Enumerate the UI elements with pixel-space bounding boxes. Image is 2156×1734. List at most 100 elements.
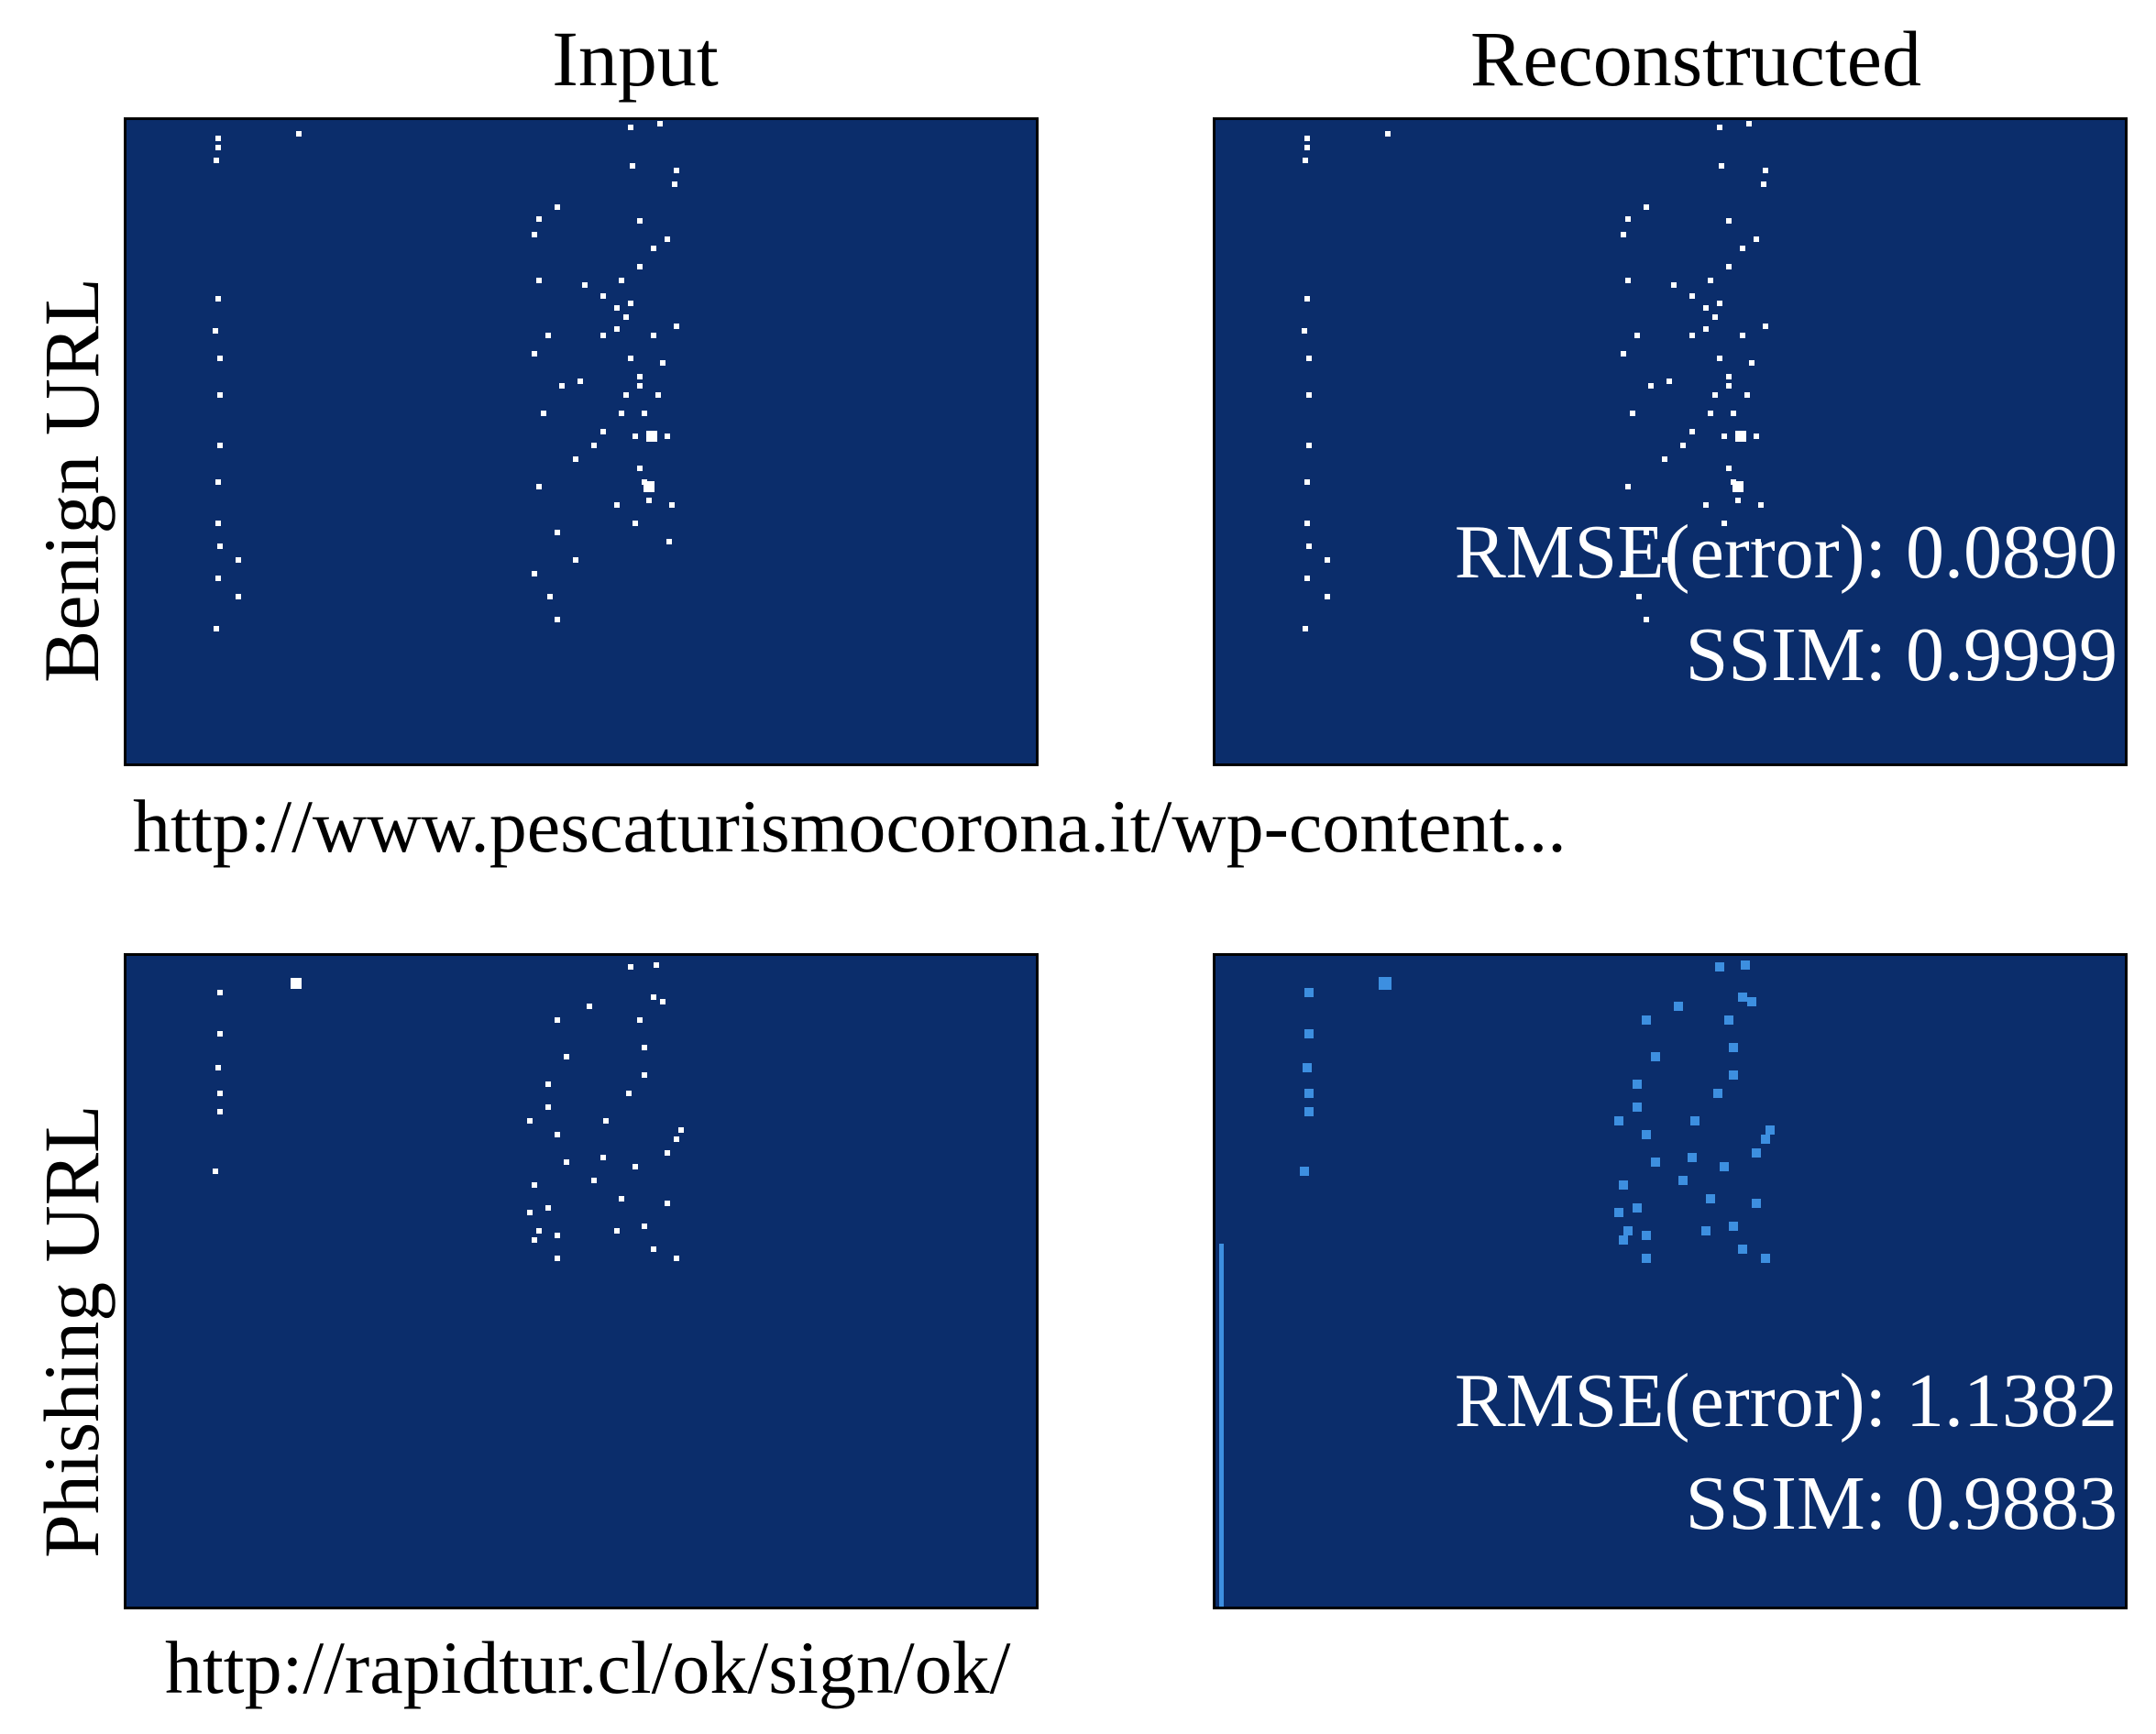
phishing-reconstructed-pixel: [1674, 1002, 1683, 1011]
benign-input-pixel: [642, 411, 647, 416]
phishing-input-pixel: [545, 1081, 551, 1087]
benign-reconstructed-pixel: [1726, 218, 1732, 224]
benign-reconstructed-pixel: [1644, 530, 1649, 535]
benign-input-pixel: [573, 557, 578, 563]
phishing-input-pixel: [600, 1155, 606, 1160]
benign-input-pixel: [644, 481, 654, 492]
phishing-input-pixel: [626, 1091, 632, 1096]
phishing-input-pixel: [651, 994, 656, 1000]
phishing-input-pixel: [587, 1004, 592, 1009]
phishing-reconstructed-pixel: [1642, 1254, 1651, 1263]
benign-input-pixel: [665, 434, 670, 439]
benign-reconstructed-pixel: [1726, 466, 1732, 471]
phishing-input-pixel: [660, 999, 666, 1004]
benign-reconstructed-pixel: [1634, 333, 1640, 338]
benign-input-pixel: [215, 136, 221, 141]
phishing-input-pixel: [555, 1233, 560, 1238]
benign-input-image: [126, 120, 1036, 763]
benign-input-pixel: [532, 571, 537, 576]
benign-input-pixel: [600, 293, 606, 299]
benign-input-pixel: [666, 539, 672, 544]
panel-background: [126, 120, 1036, 763]
benign-input-pixel: [674, 324, 679, 329]
phishing-rmse: RMSE(error): 1.1382: [1454, 1358, 2118, 1443]
benign-input-pixel: [215, 296, 221, 302]
phishing-input-pixel: [217, 1091, 223, 1096]
benign-input-pixel: [623, 392, 629, 398]
benign-input-pixel: [217, 356, 223, 361]
benign-reconstructed-pixel: [1717, 125, 1722, 130]
phishing-reconstructed-pixel: [1729, 1222, 1738, 1231]
phishing-reconstructed-pixel: [1738, 993, 1747, 1002]
phishing-input-pixel: [632, 1164, 638, 1169]
benign-input-pixel: [660, 360, 666, 366]
benign-reconstructed-pixel: [1304, 296, 1310, 302]
phishing-reconstructed-pixel: [1761, 1254, 1770, 1263]
phishing-input-pixel: [654, 962, 659, 968]
phishing-reconstructed-pixel: [1729, 1043, 1738, 1052]
benign-reconstructed-pixel: [1306, 356, 1312, 361]
phishing-input-pixel: [637, 1017, 643, 1023]
phishing-input-pixel: [527, 1118, 533, 1124]
phishing-reconstructed-pixel: [1729, 1070, 1738, 1080]
benign-ssim: SSIM: 0.9999: [1685, 612, 2118, 697]
phishing-input-pixel: [564, 1054, 569, 1059]
phishing-input-pixel: [674, 1136, 679, 1142]
phishing-reconstructed-pixel: [1752, 1148, 1761, 1158]
panel-background: [1216, 120, 2125, 763]
phishing-input-pixel: [642, 1072, 647, 1078]
benign-reconstructed-pixel: [1636, 594, 1642, 599]
benign-input-pixel: [214, 158, 219, 163]
phishing-reconstructed-pixel: [1747, 997, 1756, 1006]
phishing-reconstructed-pixel: [1688, 1153, 1697, 1162]
phishing-input-pixel: [555, 1017, 560, 1023]
benign-input-pixel: [559, 383, 565, 389]
phishing-input-pixel: [665, 1150, 670, 1156]
benign-input-pixel: [536, 216, 542, 222]
benign-reconstructed-pixel: [1722, 434, 1727, 439]
benign-input-pixel: [632, 434, 638, 439]
benign-reconstructed-pixel: [1708, 278, 1713, 283]
benign-input-panel: [124, 117, 1039, 766]
column-title-reconstructed: Reconstructed: [1470, 15, 1921, 103]
phishing-reconstructed-pixel: [1619, 1180, 1628, 1190]
phishing-reconstructed-pixel: [1724, 1015, 1733, 1025]
benign-input-pixel: [582, 282, 588, 288]
phishing-input-pixel: [213, 1169, 218, 1174]
benign-reconstructed-pixel: [1731, 411, 1736, 416]
benign-input-pixel: [646, 498, 652, 503]
benign-reconstructed-pixel: [1306, 543, 1312, 549]
phishing-reconstructed-pixel: [1752, 1199, 1761, 1208]
benign-reconstructed-pixel: [1689, 429, 1695, 434]
benign-input-pixel: [651, 333, 656, 338]
phishing-reconstructed-pixel: [1619, 1235, 1628, 1245]
phishing-reconstructed-pixel: [1304, 988, 1314, 997]
benign-input-pixel: [646, 431, 657, 442]
phishing-input-pixel: [678, 1127, 684, 1133]
benign-input-pixel: [637, 383, 643, 389]
phishing-input-pixel: [215, 1065, 221, 1070]
benign-input-pixel: [637, 374, 643, 379]
benign-input-pixel: [217, 543, 223, 549]
benign-input-pixel: [619, 278, 624, 283]
benign-reconstructed-pixel: [1754, 236, 1759, 242]
phishing-input-pixel: [642, 1224, 647, 1229]
benign-reconstructed-pixel: [1722, 521, 1727, 526]
phishing-input-pixel: [532, 1182, 537, 1188]
benign-input-pixel: [296, 131, 302, 137]
benign-reconstructed-panel: RMSE(error): 0.0890 SSIM: 0.9999: [1213, 117, 2128, 766]
benign-reconstructed-pixel: [1758, 502, 1764, 508]
benign-reconstructed-pixel: [1735, 498, 1741, 503]
benign-input-pixel: [214, 626, 219, 631]
benign-input-pixel: [632, 521, 638, 526]
panel-background: [1216, 956, 2125, 1607]
phishing-input-pixel: [603, 1118, 609, 1124]
benign-reconstructed-pixel: [1726, 374, 1732, 379]
benign-input-pixel: [213, 328, 218, 334]
benign-reconstructed-pixel: [1708, 411, 1713, 416]
benign-reconstructed-pixel: [1304, 136, 1310, 141]
phishing-reconstructed-pixel: [1761, 1135, 1770, 1144]
phishing-input-pixel: [555, 1256, 560, 1261]
phishing-url-caption: http://rapidtur.cl/ok/sign/ok/: [165, 1626, 1011, 1709]
benign-reconstructed-pixel: [1306, 392, 1312, 398]
